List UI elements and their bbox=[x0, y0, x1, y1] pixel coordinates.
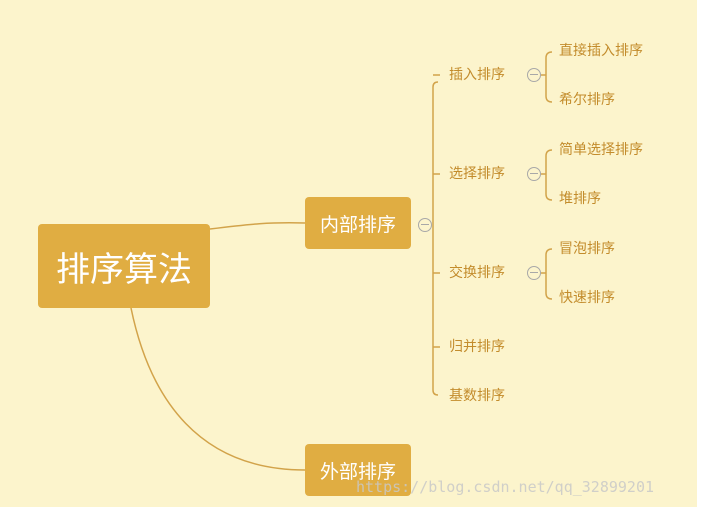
shell-sort-node[interactable]: 希尔排序 bbox=[559, 92, 615, 108]
bracket-exchange bbox=[545, 248, 553, 300]
internal-sort-node[interactable]: 内部排序 bbox=[305, 197, 411, 249]
selection-sort-node[interactable]: 选择排序 bbox=[449, 166, 505, 182]
watermark: https://blog.csdn.net/qq_32899201 bbox=[356, 478, 655, 496]
radix-sort-node[interactable]: 基数排序 bbox=[449, 388, 505, 404]
bracket-insertion bbox=[545, 51, 553, 103]
quick-sort-node[interactable]: 快速排序 bbox=[559, 290, 615, 306]
edge-root-external bbox=[130, 307, 306, 471]
bubble-sort-node[interactable]: 冒泡排序 bbox=[559, 241, 615, 257]
collapse-toggle-icon[interactable] bbox=[527, 68, 541, 82]
insertion-sort-node[interactable]: 插入排序 bbox=[449, 67, 505, 83]
collapse-toggle-icon[interactable] bbox=[527, 167, 541, 181]
bracket-internal bbox=[432, 81, 439, 396]
root-node[interactable]: 排序算法 bbox=[38, 224, 210, 308]
collapse-toggle-icon[interactable] bbox=[418, 218, 432, 232]
external-sort-node[interactable]: 外部排序 bbox=[305, 444, 411, 496]
heap-sort-node[interactable]: 堆排序 bbox=[559, 191, 601, 207]
bracket-selection bbox=[545, 149, 553, 201]
straight-insertion-sort-node[interactable]: 直接插入排序 bbox=[559, 43, 643, 59]
collapse-toggle-icon[interactable] bbox=[527, 266, 541, 280]
edge-root-internal bbox=[209, 222, 306, 230]
exchange-sort-node[interactable]: 交换排序 bbox=[449, 265, 505, 281]
merge-sort-node[interactable]: 归并排序 bbox=[449, 339, 505, 355]
simple-selection-sort-node[interactable]: 简单选择排序 bbox=[559, 142, 643, 158]
